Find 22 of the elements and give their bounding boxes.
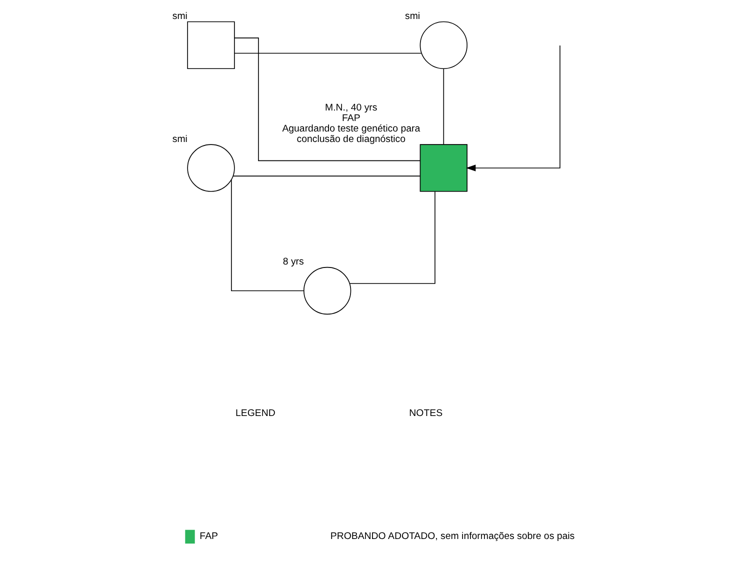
node-label: M.N., 40 yrs [325,102,378,114]
node-circle [187,144,235,192]
node-circle [420,21,468,70]
node-label: smi [172,11,188,22]
node-box [187,21,235,70]
node-label: FAP [342,112,360,124]
connector [349,191,436,284]
connector [443,68,444,145]
node-label: smi [405,11,420,22]
node-box [420,144,468,192]
label: LEGEND [236,408,276,420]
arrow [466,45,560,172]
node-label: 8 yrs [282,256,304,268]
node-label: Aguardando teste genético para conclusão de diagnóstico [282,123,420,145]
connector [234,52,422,54]
node-label: smi [172,134,188,145]
legend-label: FAP [200,531,218,542]
node-circle [304,266,352,315]
connector [231,179,304,292]
label: NOTES [409,408,443,420]
label: PROBANDO ADOTADO, sem informações sobre os pais [330,530,575,542]
connector [234,38,421,162]
